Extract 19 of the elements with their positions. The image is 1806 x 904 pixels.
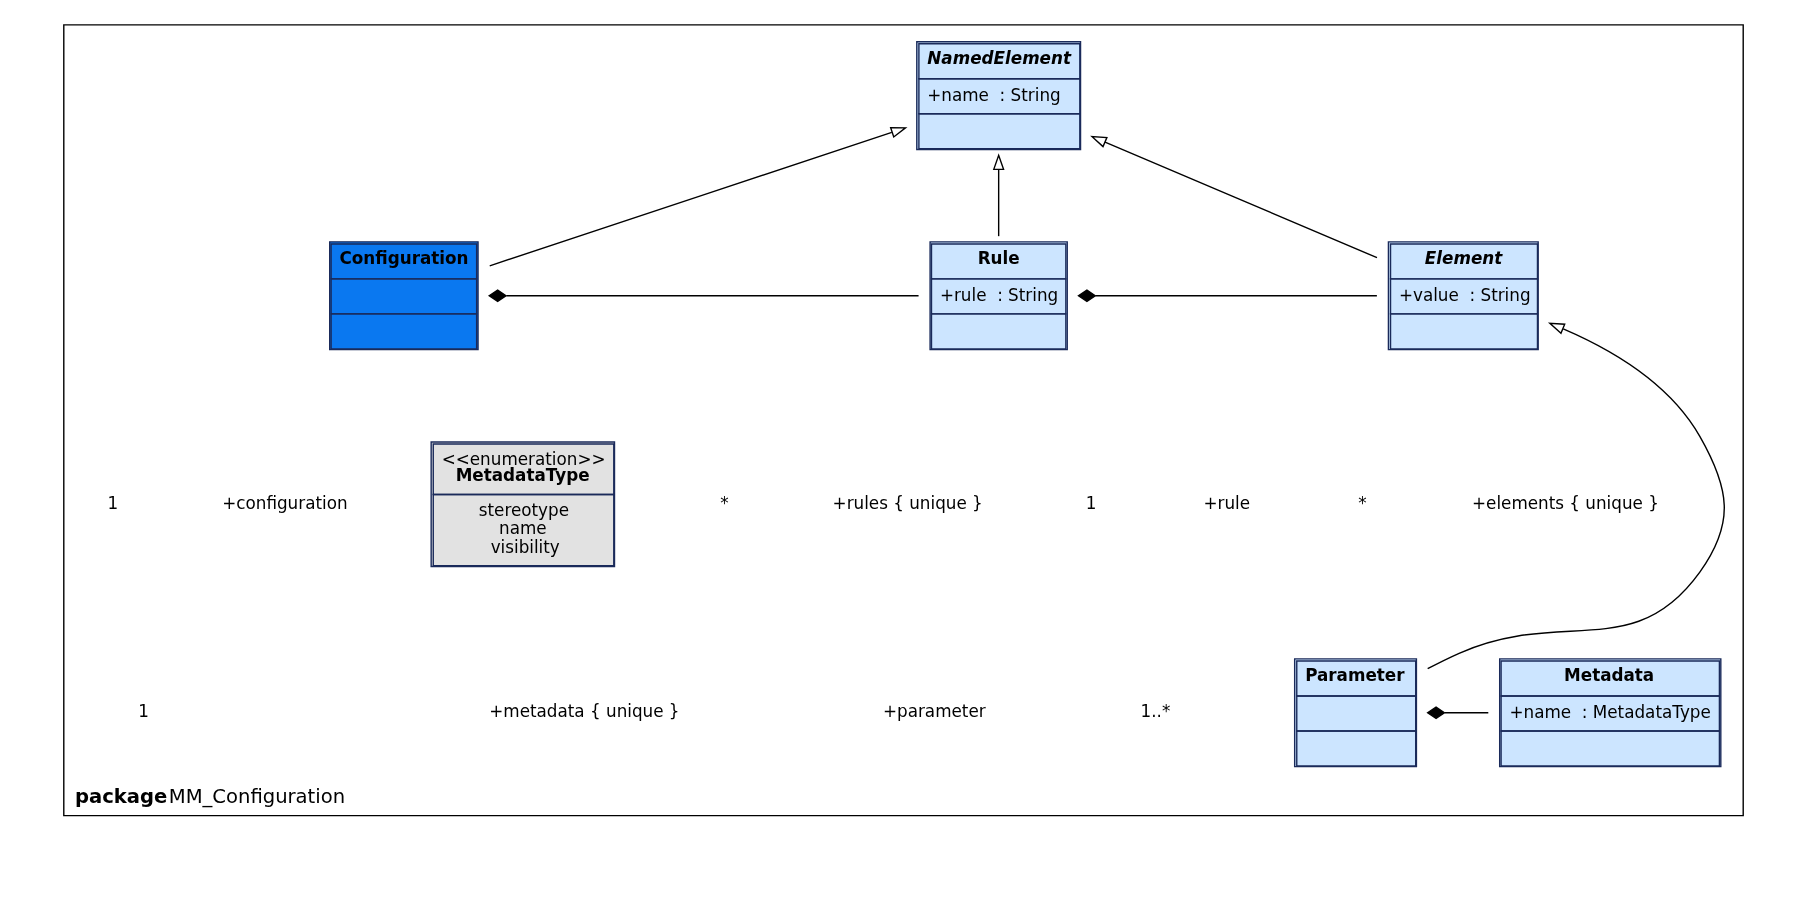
connector (487, 289, 919, 303)
label: +metadata { unique } (488, 701, 680, 722)
label: 1 (1085, 492, 1096, 513)
connector (1076, 289, 1378, 303)
label: +elements { unique } (1471, 492, 1659, 513)
label: 1 (137, 701, 149, 722)
label: 1..* (1140, 701, 1170, 722)
label: * (719, 492, 729, 513)
connector (1425, 706, 1489, 720)
label: 1 (106, 492, 118, 513)
arrow (488, 126, 907, 267)
label: +rule (1202, 492, 1250, 513)
label: +configuration (221, 492, 348, 513)
label: +rules { unique } (832, 492, 983, 513)
arrow (1089, 135, 1378, 259)
label: * (1357, 492, 1367, 513)
arrow (992, 153, 1005, 237)
arrow (1426, 322, 1725, 670)
label: +parameter (882, 701, 986, 722)
